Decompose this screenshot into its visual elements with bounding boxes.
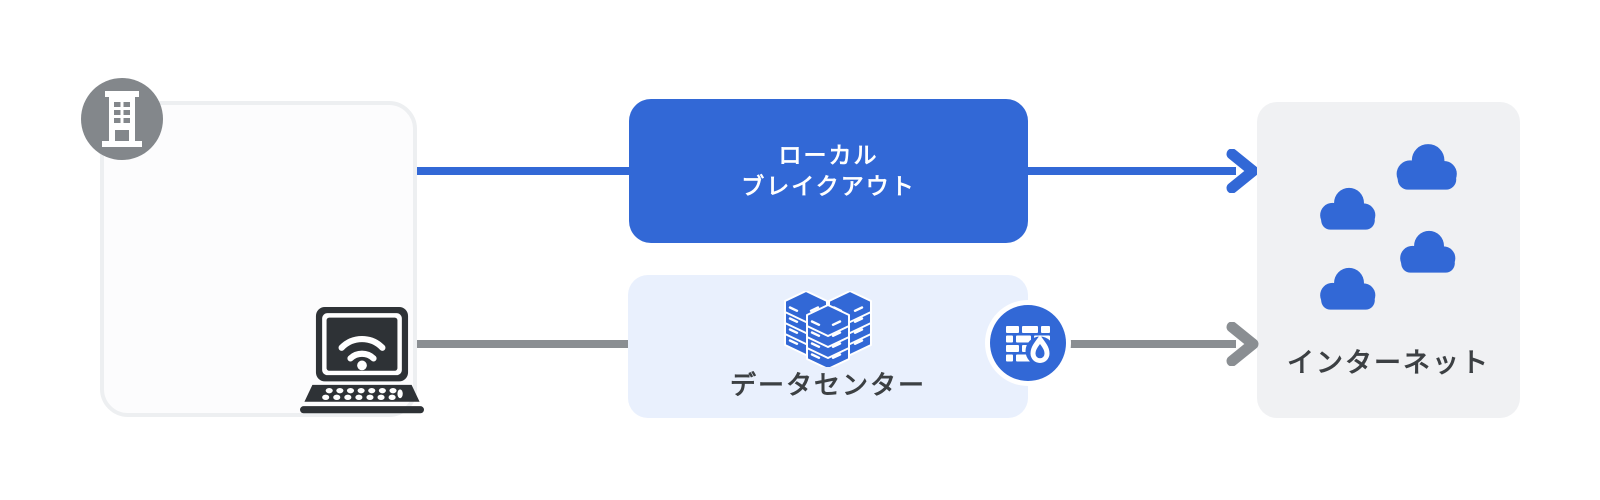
branch-office-node: [100, 101, 424, 417]
laptop-wifi-icon: [300, 304, 424, 418]
local-breakout-link-left: [417, 167, 629, 175]
arrowhead-icon: [1226, 322, 1259, 366]
cloud-icon: [1320, 267, 1376, 310]
cloud-icon: [1400, 230, 1456, 273]
cloud-icon: [1396, 144, 1457, 190]
firewall-icon: [984, 299, 1072, 387]
internet-label: インターネット: [1287, 348, 1490, 378]
office-building-badge: [81, 78, 163, 160]
datacenter-link-left: [417, 340, 628, 348]
local-breakout-arrow: [1028, 149, 1259, 193]
internet-node: インターネット: [1257, 102, 1520, 418]
local-breakout-label-line2: ブレイクアウト: [741, 173, 916, 199]
local-breakout-node: ローカル ブレイクアウト: [629, 99, 1028, 243]
datacenter-label: データセンター: [729, 370, 926, 400]
server-stack-icon: [782, 291, 874, 367]
cloud-icon: [1320, 187, 1376, 230]
local-breakout-label-line1: ローカル: [778, 142, 879, 168]
datacenter-node: データセンター: [628, 275, 1028, 418]
office-building-icon: [102, 91, 142, 147]
arrowhead-icon: [1226, 149, 1259, 193]
